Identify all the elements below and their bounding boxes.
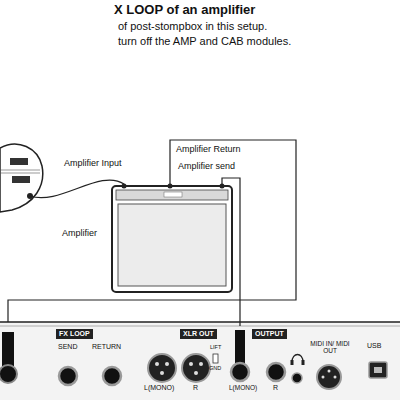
port-label: USB xyxy=(367,342,381,350)
xlr-pin xyxy=(194,371,198,375)
amp-grille xyxy=(118,204,226,286)
xlr-pin xyxy=(199,362,203,366)
xlr-pin xyxy=(165,362,169,366)
xlr-connector xyxy=(148,354,176,382)
port-label: L(MONO) xyxy=(144,384,174,392)
midi-pin xyxy=(334,376,337,379)
output-jack xyxy=(231,363,249,381)
section-label: XLR OUT xyxy=(180,329,217,339)
fx-loop-section: FX LOOP SEND RETURN xyxy=(54,326,136,398)
node-heading: Amplifier xyxy=(62,228,97,238)
amp-return-jack xyxy=(168,184,173,189)
output-section: OUTPUT L(MONO) R xyxy=(228,326,290,398)
amp-logo xyxy=(164,192,182,197)
port-label: R xyxy=(193,384,198,392)
port-label: GND xyxy=(209,365,221,371)
guitar-body xyxy=(0,144,43,212)
xlr-pin xyxy=(189,362,193,366)
usb-section: USB xyxy=(358,326,398,398)
headphone-symbol xyxy=(292,355,303,363)
guitar-pickup xyxy=(10,158,28,165)
amp-cabinet xyxy=(112,186,232,292)
xlr-out-section: XLR OUT L(MONO) R LIFT GND xyxy=(140,326,226,398)
instruction-note: turn off the AMP and CAB modules. xyxy=(118,35,291,48)
port-label: SEND xyxy=(58,343,77,351)
headphone-jack xyxy=(292,373,302,383)
xlr-pin xyxy=(160,371,164,375)
return-jack xyxy=(103,367,121,385)
guitar-string xyxy=(0,170,40,171)
xlr-pin xyxy=(155,362,159,366)
section-label: FX LOOP xyxy=(56,329,93,339)
send-jack xyxy=(59,367,77,385)
guitar-string xyxy=(0,173,40,174)
midi-section: MIDI IN/ MIDI OUT xyxy=(304,326,356,398)
jack-label: Amplifier send xyxy=(178,161,235,172)
port-label: L(MONO) xyxy=(229,384,257,391)
port-label: LIFT xyxy=(210,344,221,350)
headphone-symbol xyxy=(291,360,294,365)
output-jack xyxy=(267,363,285,381)
amp-input-jack xyxy=(122,184,127,189)
cable-plug xyxy=(2,332,14,366)
section-label: OUTPUT xyxy=(252,329,287,339)
lift-switch xyxy=(213,354,218,363)
midi-pin xyxy=(328,370,331,373)
amp-control-panel xyxy=(116,190,228,200)
guitar-cable xyxy=(30,180,124,198)
midi-pin xyxy=(322,376,325,379)
device-panel xyxy=(0,322,400,400)
cable-plug xyxy=(235,330,245,364)
midi-port xyxy=(317,365,341,389)
port-label: MIDI IN/ MIDI OUT xyxy=(307,340,353,355)
input-jack xyxy=(0,365,17,383)
guitar-pickup xyxy=(12,176,30,183)
jack-label: Amplifier Return xyxy=(176,144,241,155)
jack-label: Amplifier Input xyxy=(64,158,122,169)
port-label: RETURN xyxy=(92,343,121,351)
panel-edge xyxy=(0,326,400,327)
headphone-symbol xyxy=(302,360,305,365)
title: X LOOP of an amplifier xyxy=(114,2,255,18)
xlr-connector xyxy=(182,354,210,382)
signal-cable xyxy=(222,178,240,326)
instruction-note: of post-stompbox in this setup. xyxy=(118,20,267,33)
usb-port xyxy=(374,367,382,373)
amplifier: Amplifier xyxy=(112,186,232,292)
usb-port xyxy=(369,362,387,378)
port-label: R xyxy=(273,384,278,392)
return-cable xyxy=(8,140,296,332)
